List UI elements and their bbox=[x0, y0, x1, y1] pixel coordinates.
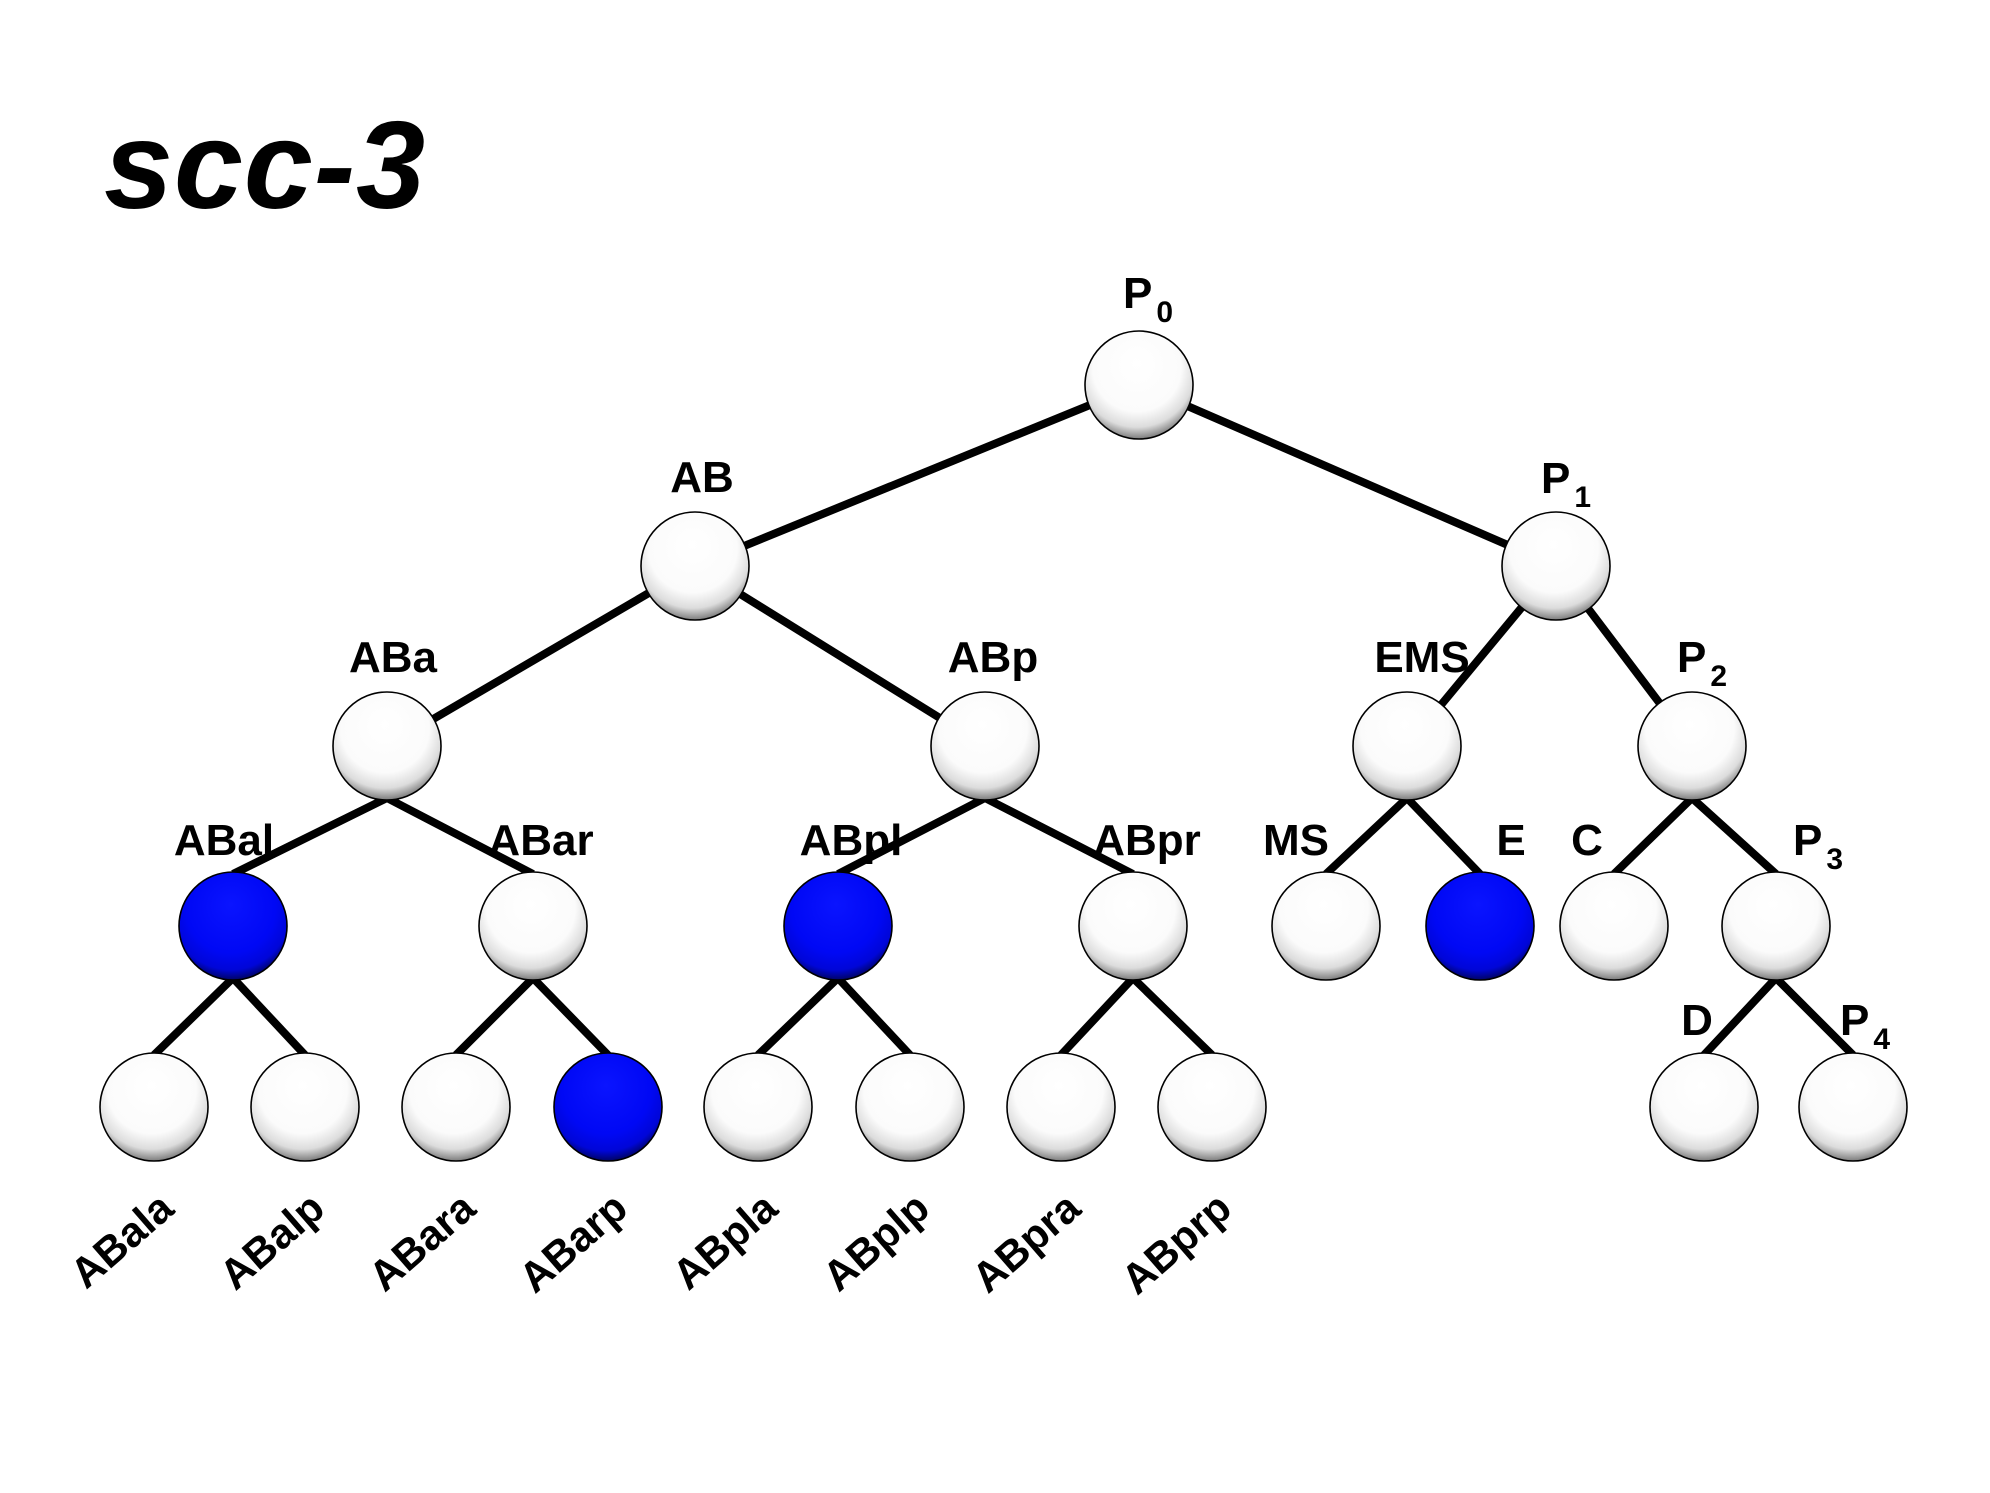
cell-label-text: P bbox=[1793, 816, 1822, 865]
cell-node-ABarp-expressing bbox=[553, 1052, 663, 1162]
cell-label-ABpr: ABpr bbox=[1093, 816, 1201, 865]
cell-label-subscript: 4 bbox=[1873, 1023, 1890, 1056]
cell-label-text: D bbox=[1681, 996, 1713, 1045]
cell-node-EMS bbox=[1352, 691, 1462, 801]
cell-label-text: ABar bbox=[488, 816, 593, 865]
nodes-layer bbox=[99, 330, 1908, 1162]
cell-label-text: ABpr bbox=[1093, 816, 1201, 865]
edge-ABpr-ABprp bbox=[1130, 975, 1215, 1058]
cell-label-text: AB bbox=[670, 453, 734, 502]
cell-label-E: E bbox=[1496, 816, 1525, 865]
cell-label-ABal: ABal bbox=[174, 816, 274, 865]
cell-node-ABa bbox=[332, 691, 442, 801]
edge-ABar-ABara bbox=[453, 975, 536, 1058]
cell-label-text: ABal bbox=[174, 816, 274, 865]
cell-label-AB: AB bbox=[670, 453, 734, 502]
cell-node-ABal-expressing bbox=[178, 871, 288, 981]
cell-label-text: EMS bbox=[1374, 633, 1469, 682]
cell-node-D bbox=[1649, 1052, 1759, 1162]
cell-node-ABpla bbox=[703, 1052, 813, 1162]
edge-AB-ABa bbox=[384, 562, 698, 750]
cell-label-C: C bbox=[1571, 816, 1603, 865]
edge-ABp-ABpl bbox=[836, 794, 987, 878]
cell-label-ABpl: ABpl bbox=[800, 816, 903, 865]
cell-node-P0 bbox=[1084, 330, 1194, 440]
cell-node-ABpra bbox=[1006, 1052, 1116, 1162]
edge-EMS-E bbox=[1404, 795, 1483, 877]
cell-node-P1 bbox=[1501, 511, 1611, 621]
cell-node-P2 bbox=[1637, 691, 1747, 801]
cell-label-ABpra: ABpra bbox=[963, 1183, 1089, 1302]
edge-AB-ABp bbox=[692, 562, 988, 750]
cell-node-AB bbox=[640, 511, 750, 621]
edge-ABpl-ABpla bbox=[755, 975, 841, 1058]
edge-P3-P4 bbox=[1773, 975, 1856, 1058]
cell-node-MS bbox=[1271, 871, 1381, 981]
cell-label-subscript: 2 bbox=[1710, 660, 1727, 693]
cell-label-subscript: 3 bbox=[1826, 843, 1843, 876]
edge-P3-D bbox=[1701, 975, 1779, 1058]
cell-label-ABp: ABp bbox=[948, 633, 1038, 682]
edge-ABa-ABal bbox=[231, 794, 389, 878]
cell-node-P4 bbox=[1798, 1052, 1908, 1162]
cell-node-ABp bbox=[930, 691, 1040, 801]
cell-node-E-expressing bbox=[1425, 871, 1535, 981]
cell-label-ABplp: ABplp bbox=[814, 1183, 938, 1300]
cell-node-ABplp bbox=[855, 1052, 965, 1162]
cell-label-text: P bbox=[1123, 269, 1152, 318]
edge-P0-AB bbox=[693, 381, 1141, 570]
cell-label-D: D bbox=[1681, 996, 1713, 1045]
cell-label-MS: MS bbox=[1263, 816, 1329, 865]
cell-node-ABala bbox=[99, 1052, 209, 1162]
cell-label-text: ABp bbox=[948, 633, 1038, 682]
edge-ABal-ABala bbox=[151, 975, 236, 1058]
cell-label-text: C bbox=[1571, 816, 1603, 865]
cell-node-ABpr bbox=[1078, 871, 1188, 981]
cell-label-text: E bbox=[1496, 816, 1525, 865]
cell-label-ABala: ABala bbox=[61, 1183, 182, 1297]
cell-label-text: ABpl bbox=[800, 816, 903, 865]
cell-node-ABar bbox=[478, 871, 588, 981]
cell-node-P3 bbox=[1721, 871, 1831, 981]
edge-ABpr-ABpra bbox=[1058, 975, 1136, 1058]
edge-P0-P1 bbox=[1137, 381, 1558, 570]
edge-EMS-MS bbox=[1323, 795, 1410, 877]
edge-ABpl-ABplp bbox=[835, 975, 913, 1058]
edge-ABal-ABalp bbox=[230, 975, 308, 1058]
cell-label-text: ABa bbox=[349, 633, 438, 682]
cell-node-ABalp bbox=[250, 1052, 360, 1162]
cell-label-ABarp: ABarp bbox=[510, 1183, 636, 1301]
edges-layer bbox=[151, 381, 1856, 1058]
cell-label-text: P bbox=[1677, 633, 1706, 682]
cell-label-ABprp: ABprp bbox=[1112, 1183, 1240, 1303]
cell-label-ABpla: ABpla bbox=[663, 1183, 786, 1299]
edge-ABar-ABarp bbox=[530, 975, 611, 1058]
cell-label-EMS: EMS bbox=[1374, 633, 1469, 682]
cell-label-ABar: ABar bbox=[488, 816, 593, 865]
gene-title: scc-3 bbox=[104, 97, 427, 235]
edge-ABp-ABpr bbox=[983, 794, 1135, 878]
cell-node-ABpl-expressing bbox=[783, 871, 893, 981]
cell-label-text: P bbox=[1541, 454, 1570, 503]
cell-label-ABa: ABa bbox=[349, 633, 438, 682]
cell-label-subscript: 0 bbox=[1156, 296, 1173, 329]
cell-node-C bbox=[1559, 871, 1669, 981]
cell-label-subscript: 1 bbox=[1574, 481, 1591, 514]
edge-P2-P3 bbox=[1689, 795, 1779, 877]
cell-node-ABprp bbox=[1157, 1052, 1267, 1162]
cell-label-text: P bbox=[1840, 996, 1869, 1045]
cell-node-ABara bbox=[401, 1052, 511, 1162]
edge-P2-C bbox=[1611, 795, 1695, 877]
cell-label-text: MS bbox=[1263, 816, 1329, 865]
edge-ABa-ABar bbox=[385, 794, 535, 878]
cell-label-ABalp: ABalp bbox=[210, 1183, 332, 1298]
cell-label-ABara: ABara bbox=[360, 1183, 485, 1300]
